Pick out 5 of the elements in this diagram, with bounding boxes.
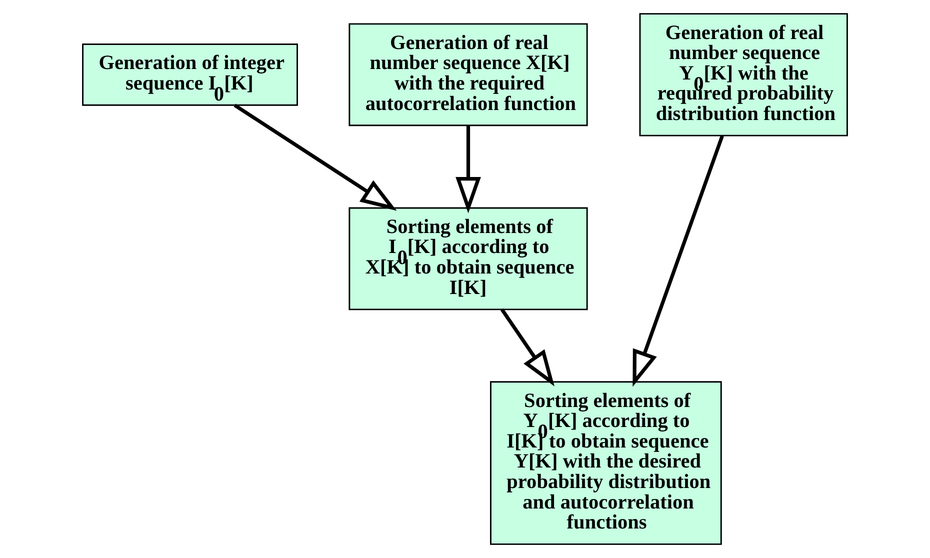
node-box: Generation of real number sequence X[K] with the required autocorrelation function bbox=[348, 23, 588, 126]
arrow bbox=[632, 135, 724, 387]
arrow bbox=[234, 104, 397, 211]
arrow bbox=[456, 126, 481, 214]
arrow bbox=[500, 308, 554, 386]
